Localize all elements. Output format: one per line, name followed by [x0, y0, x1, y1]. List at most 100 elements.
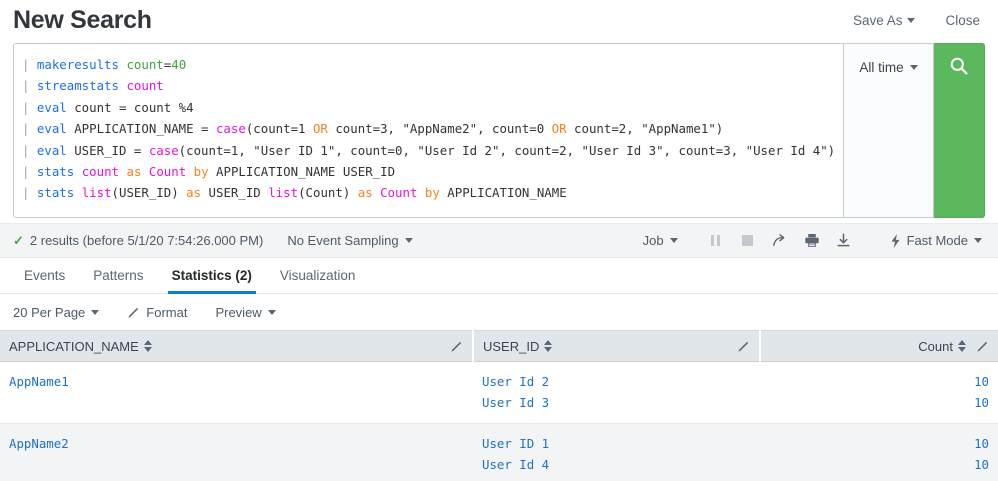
save-as-label: Save As: [852, 12, 903, 28]
tab-visualization[interactable]: Visualization: [266, 258, 370, 293]
tab-statistics-2[interactable]: Statistics (2): [158, 258, 266, 294]
application-name-value[interactable]: AppName1: [9, 374, 69, 389]
chevron-down-icon: [669, 238, 678, 243]
query-token: [186, 164, 193, 179]
query-token: streamstats: [36, 78, 119, 94]
query-token: count: [81, 164, 120, 180]
column-header-user_id[interactable]: USER_ID: [473, 330, 761, 362]
query-line: | eval USER_ID = case(count=1, "User ID …: [22, 140, 835, 161]
search-bar: | makeresults count=40| streamstats coun…: [13, 43, 985, 218]
export-button[interactable]: [828, 229, 860, 253]
user-id-value[interactable]: User ID 1: [482, 436, 550, 451]
query-token: OR: [551, 121, 567, 137]
column-sort-control[interactable]: APPLICATION_NAME: [9, 339, 152, 354]
query-token: |: [22, 164, 37, 180]
user-id-value[interactable]: User Id 4: [482, 457, 550, 472]
query-token: count: [126, 78, 164, 94]
column-label: APPLICATION_NAME: [9, 338, 139, 354]
share-icon: [773, 234, 785, 246]
run-search-button[interactable]: [934, 43, 985, 218]
sort-arrows-icon: [143, 340, 152, 352]
column-sort-control[interactable]: Count: [918, 339, 966, 354]
query-line: | stats count as Count by APPLICATION_NA…: [22, 161, 831, 182]
tab-events[interactable]: Events: [10, 258, 79, 293]
tab-label: Patterns: [93, 268, 144, 283]
cell-user-id: User ID 1 User Id 4: [473, 423, 760, 481]
query-token: eval: [36, 142, 67, 158]
query-token: count=3, "AppName2", count=0: [327, 121, 552, 137]
query-line: | eval count = count %4: [22, 97, 831, 118]
query-token: as: [126, 164, 142, 180]
chevron-down-icon: [91, 309, 100, 315]
query-token: |: [22, 57, 37, 72]
column-header-application_name[interactable]: APPLICATION_NAME: [0, 330, 474, 362]
count-value[interactable]: 10: [974, 436, 989, 451]
tab-label: Statistics (2): [171, 268, 252, 283]
export-icon: [837, 233, 850, 247]
query-token: eval: [36, 121, 67, 137]
count-value[interactable]: 10: [974, 457, 989, 472]
query-token: stats: [36, 185, 75, 201]
query-token: (count=1, "User ID 1", count=0, "User Id…: [178, 142, 836, 158]
preview-dropdown[interactable]: Preview: [215, 304, 276, 320]
query-line: | eval APPLICATION_NAME = case(count=1 O…: [22, 118, 831, 139]
tab-label: Events: [24, 268, 66, 283]
column-label: Count: [918, 338, 953, 354]
pencil-icon: [128, 307, 139, 318]
print-button[interactable]: [796, 229, 828, 253]
cell-user-id: User Id 2 User Id 3: [473, 361, 760, 424]
count-value[interactable]: 10: [974, 374, 989, 389]
query-token: Count: [148, 164, 187, 180]
sort-arrows-icon: [958, 340, 966, 352]
pause-icon: [711, 235, 721, 246]
application-name-value[interactable]: AppName2: [9, 436, 69, 451]
query-token: |: [22, 185, 37, 201]
query-token: |: [22, 142, 37, 158]
query-token: (Count): [298, 185, 358, 201]
search-query-input[interactable]: | makeresults count=40| streamstats coun…: [13, 43, 844, 218]
tab-patterns[interactable]: Patterns: [79, 258, 157, 293]
query-token: count: [126, 57, 164, 72]
header-actions: Save As Close: [853, 13, 980, 28]
column-edit-button[interactable]: [976, 340, 989, 353]
query-token: (count=1: [245, 121, 313, 137]
query-token: 40: [171, 57, 187, 72]
column-sort-control[interactable]: USER_ID: [483, 339, 553, 354]
result-count: ✓ 2 results (before 5/1/20 7:54:26.000 P…: [13, 233, 263, 249]
event-sampling-dropdown[interactable]: No Event Sampling: [287, 233, 413, 248]
preview-label: Preview: [215, 304, 262, 320]
time-range-picker[interactable]: All time: [844, 43, 934, 218]
close-button[interactable]: Close: [945, 13, 980, 28]
search-mode-dropdown[interactable]: Fast Mode: [890, 233, 982, 248]
cell-application-name: AppName1: [0, 361, 473, 424]
job-dropdown[interactable]: Job: [643, 233, 678, 248]
format-button[interactable]: Format: [127, 305, 187, 320]
query-token: [74, 185, 81, 200]
count-value[interactable]: 10: [974, 395, 989, 410]
format-label: Format: [146, 304, 188, 320]
column-edit-button[interactable]: [737, 340, 750, 353]
stop-button[interactable]: [732, 229, 764, 253]
query-token: eval: [36, 99, 67, 115]
stop-icon: [742, 235, 754, 246]
user-id-value[interactable]: User Id 2: [482, 374, 550, 389]
column-edit-button[interactable]: [450, 340, 463, 353]
per-page-label: 20 Per Page: [13, 304, 86, 320]
pencil-icon: [738, 341, 749, 352]
query-token: [74, 164, 81, 179]
share-button[interactable]: [764, 229, 796, 253]
per-page-dropdown[interactable]: 20 Per Page: [13, 304, 100, 320]
query-token: as: [357, 185, 373, 201]
user-id-value[interactable]: User Id 3: [482, 395, 550, 410]
table-row: AppName2 User ID 1 User Id 4 10 10: [0, 423, 998, 481]
chevron-down-icon: [974, 238, 982, 243]
pause-button[interactable]: [700, 229, 732, 253]
query-line: | makeresults count=40: [22, 54, 831, 75]
page-header: New Search Save As Close: [0, 0, 998, 40]
save-as-button[interactable]: Save As: [853, 13, 916, 28]
event-sampling-label: No Event Sampling: [287, 233, 399, 248]
column-header-count[interactable]: Count: [760, 330, 998, 362]
chevron-down-icon: [267, 309, 276, 315]
